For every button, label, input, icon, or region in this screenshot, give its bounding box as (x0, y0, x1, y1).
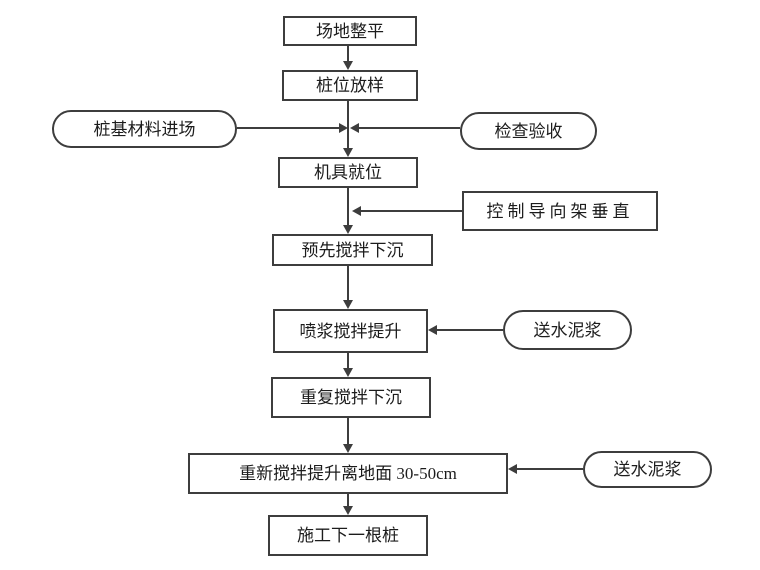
arrowhead-down-4 (343, 300, 353, 309)
arrowhead-down-5 (343, 368, 353, 377)
connector-slurry1-to-groutlift (437, 329, 503, 331)
node-repeat-mix-sinking: 重复搅拌下沉 (271, 377, 431, 418)
node-next-pile: 施工下一根桩 (268, 515, 428, 556)
node-materials-entry: 桩基材料进场 (52, 110, 237, 148)
node-inspection: 检查验收 (460, 112, 597, 150)
node-grout-mix-lift: 喷浆搅拌提升 (273, 309, 428, 353)
arrowhead-left-1 (350, 123, 359, 133)
node-remix-lift-30-50cm: 重新搅拌提升离地面 30-50cm (188, 453, 508, 494)
arrowhead-down-6 (343, 444, 353, 453)
arrowhead-left-2 (352, 206, 361, 216)
node-site-leveling: 场地整平 (283, 16, 417, 46)
node-send-slurry-1: 送水泥浆 (503, 310, 632, 350)
connector-equipment-to-premix (347, 188, 349, 226)
node-equipment-in-place: 机具就位 (278, 157, 418, 188)
node-pile-layout: 桩位放样 (282, 70, 418, 101)
arrowhead-down-2 (343, 148, 353, 157)
node-premix-sinking: 预先搅拌下沉 (272, 234, 433, 266)
connector-premix-to-groutlift (347, 266, 349, 301)
connector-remix-to-nextpile (347, 494, 349, 507)
connector-leveling-to-layout (347, 46, 349, 62)
connector-inspection-to-line (359, 127, 460, 129)
arrowhead-left-4 (508, 464, 517, 474)
connector-materials-to-line (237, 127, 339, 129)
arrowhead-right-1 (339, 123, 348, 133)
connector-groutlift-to-repeat (347, 353, 349, 369)
connector-guideframe-to-line (361, 210, 462, 212)
node-guide-frame-vertical: 控制导向架垂直 (462, 191, 658, 231)
arrowhead-down-1 (343, 61, 353, 70)
connector-layout-to-equipment (347, 101, 349, 149)
arrowhead-down-7 (343, 506, 353, 515)
arrowhead-left-3 (428, 325, 437, 335)
connector-repeat-to-remix (347, 418, 349, 445)
arrowhead-down-3 (343, 225, 353, 234)
node-send-slurry-2: 送水泥浆 (583, 451, 712, 488)
connector-slurry2-to-remix (517, 468, 583, 470)
